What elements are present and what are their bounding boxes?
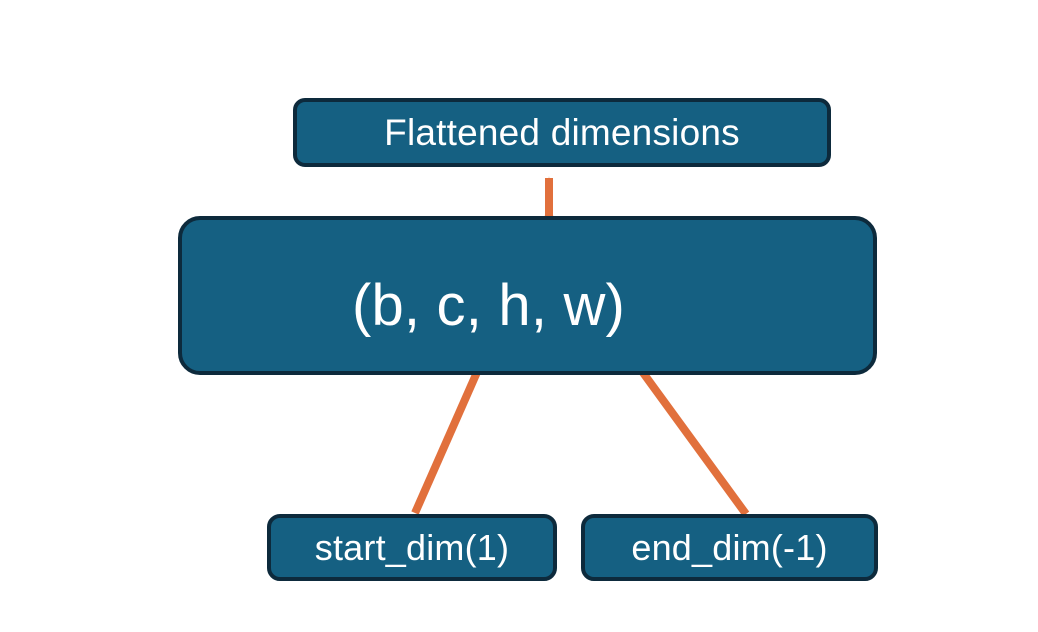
flattened-dimensions-label: Flattened dimensions [384,112,740,153]
flattened-dimensions-box[interactable]: Flattened dimensions [293,98,831,167]
start-dim-box[interactable]: start_dim(1) [267,514,557,581]
tensor-shape-label: (b, c, h, w) [351,272,626,338]
tensor-shape-box[interactable]: (b, c, h, w) [178,216,877,375]
end-dim-label: end_dim(-1) [631,526,828,568]
end-dim-box[interactable]: end_dim(-1) [581,514,878,581]
start-dim-label: start_dim(1) [314,526,510,568]
